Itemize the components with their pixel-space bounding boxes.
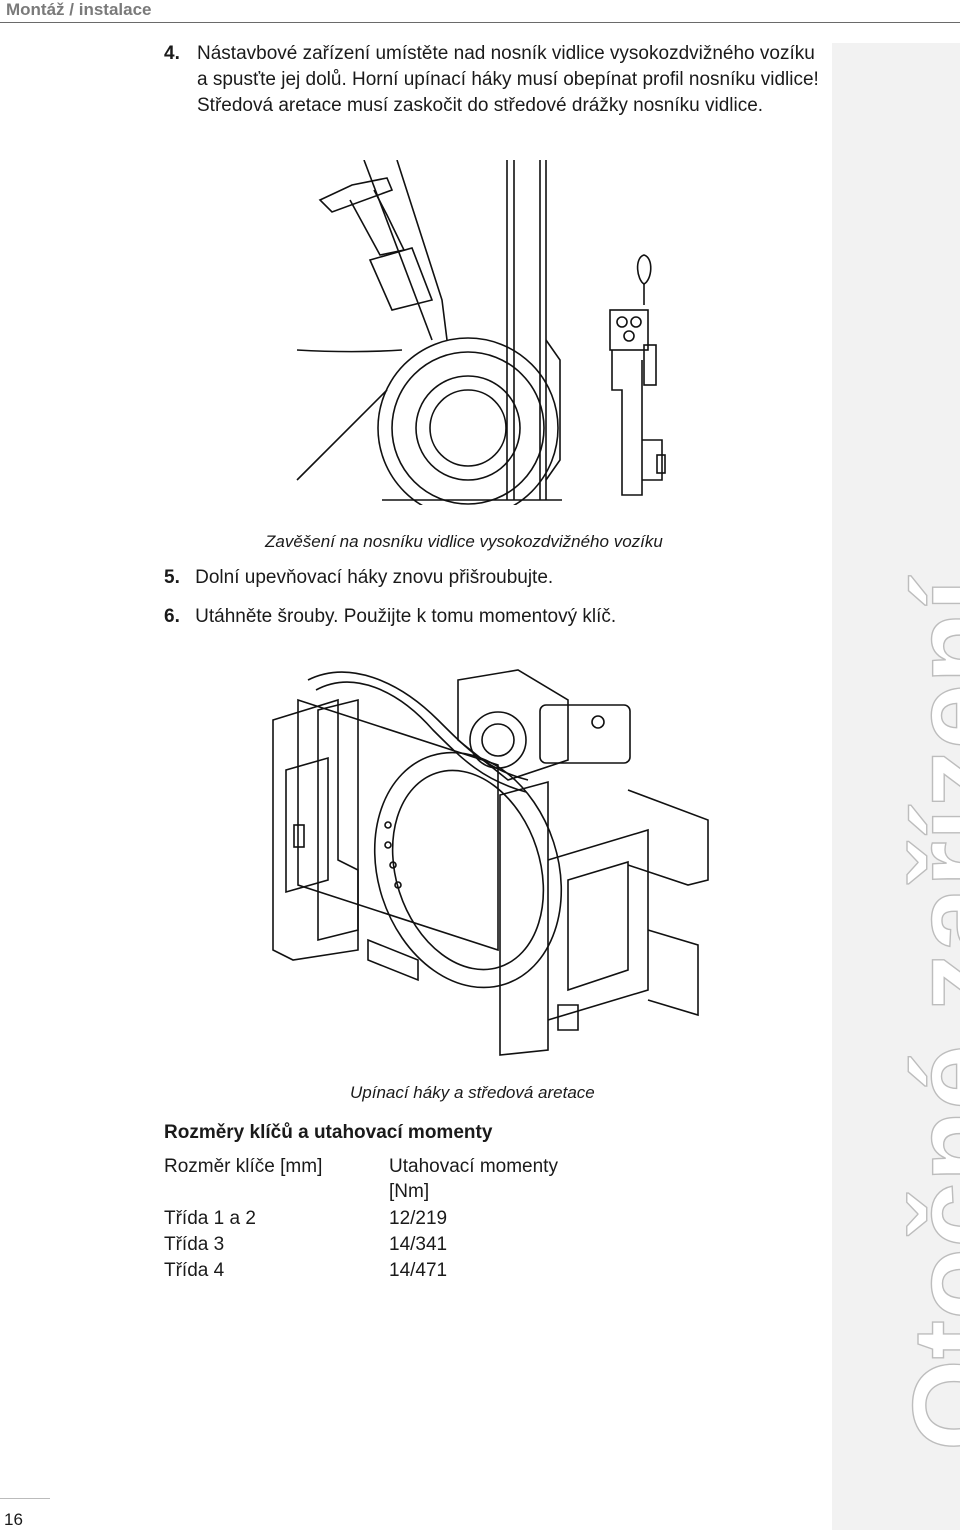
seat-post xyxy=(349,189,406,256)
fork-right-frame xyxy=(547,828,649,1021)
bottom-hook xyxy=(557,1004,579,1031)
rotator-head xyxy=(609,309,649,351)
motor-cylinder xyxy=(539,704,631,764)
step-5-number: 5. xyxy=(164,567,180,588)
chapter-sidebar xyxy=(832,43,960,1530)
fork-right-window xyxy=(567,860,629,992)
lifting-eye xyxy=(636,254,652,285)
fork-arm-right xyxy=(499,780,549,1056)
fork-tine-lower xyxy=(647,929,699,1017)
fork-left-slot xyxy=(293,824,305,848)
figure-1-caption: Zavěšení na nosníku vidlice vysokozdvižn… xyxy=(265,532,663,551)
step-6-text: Utáhněte šrouby. Použijte k tomu momento… xyxy=(195,606,617,627)
hole-3 xyxy=(389,861,397,869)
front-wheel-hub xyxy=(415,375,521,481)
frame-line xyxy=(296,389,388,481)
upper-hook xyxy=(643,344,657,386)
hole-1 xyxy=(384,821,392,829)
lower-hook xyxy=(642,439,663,481)
chapter-sidebar-label: Otočné zařízení xyxy=(888,578,960,1451)
page-number-rule xyxy=(0,1498,50,1499)
front-wheel-center xyxy=(429,389,507,467)
lower-bolt xyxy=(656,454,666,474)
bolt-1 xyxy=(616,316,628,328)
hydraulic-motor-housing xyxy=(457,669,569,781)
mast-uprights xyxy=(506,160,547,500)
figure-fork-carriage-mounting xyxy=(296,160,666,505)
torque-col2-header-line1: Utahovací momenty xyxy=(389,1156,558,1177)
hole-4 xyxy=(394,881,402,889)
torque-row-class: Třída 3 xyxy=(164,1234,225,1255)
step-6: 6. Utáhněte šrouby. Použijte k tomu mome… xyxy=(164,604,616,630)
step-4-text: Nástavbové zařízení umístěte nad nosník … xyxy=(164,41,824,119)
front-wheel-outer xyxy=(377,337,559,505)
fork-arm-left xyxy=(317,698,359,942)
body-line xyxy=(296,349,403,353)
overhead-guard xyxy=(363,160,433,341)
back-plate xyxy=(297,698,499,952)
step-5: 5. Dolní upevňovací háky znovu přišroubu… xyxy=(164,565,553,591)
motor-port xyxy=(591,715,605,729)
page-number: 16 xyxy=(4,1510,23,1529)
torque-row-value: 14/341 xyxy=(389,1234,448,1255)
torque-table-heading: Rozměry klíčů a utahovací momenty xyxy=(164,1122,493,1143)
figure-rotator-hooks-lock xyxy=(272,669,709,1056)
attachment-plate xyxy=(611,350,643,496)
step-4-text-content: Nástavbové zařízení umístěte nad nosník … xyxy=(197,43,819,116)
header-title: Montáž / instalace xyxy=(6,0,152,19)
page-header: Montáž / instalace xyxy=(0,0,960,23)
mast-front-line xyxy=(396,160,448,341)
bolt-3 xyxy=(623,330,635,342)
step-4: 4. Nástavbové zařízení umístěte nad nosn… xyxy=(164,41,824,119)
torque-row-value: 14/471 xyxy=(389,1260,448,1281)
torque-col2-header-line2: [Nm] xyxy=(389,1181,430,1202)
rotation-ring-outer xyxy=(373,751,563,989)
motor-fan xyxy=(469,711,527,769)
torque-row-value: 12/219 xyxy=(389,1208,448,1229)
torque-row-class: Třída 4 xyxy=(164,1260,225,1281)
hydraulic-hose-1 xyxy=(307,671,529,781)
bolt-2 xyxy=(630,316,642,328)
rotation-ring-inner xyxy=(391,769,545,971)
step-6-number: 6. xyxy=(164,606,180,627)
bottom-lock xyxy=(367,938,419,982)
torque-col1-header: Rozměr klíče [mm] xyxy=(164,1156,323,1177)
seat-shape xyxy=(318,177,394,213)
step-4-number: 4. xyxy=(164,43,180,64)
front-wheel-rim xyxy=(391,351,545,505)
torque-col2-header: Utahovací momenty [Nm] xyxy=(389,1154,558,1204)
hole-2 xyxy=(384,841,392,849)
figure-2-caption: Upínací háky a středová aretace xyxy=(350,1083,595,1102)
fork-left-window xyxy=(285,756,329,894)
fork-tine-upper xyxy=(627,789,709,886)
hydraulic-hose-2 xyxy=(315,681,527,793)
torque-row-class: Třída 1 a 2 xyxy=(164,1208,256,1229)
motor-fan-hub xyxy=(481,723,515,757)
mast-bracket xyxy=(545,339,561,481)
step-5-text: Dolní upevňovací háky znovu přišroubujte… xyxy=(195,567,554,588)
